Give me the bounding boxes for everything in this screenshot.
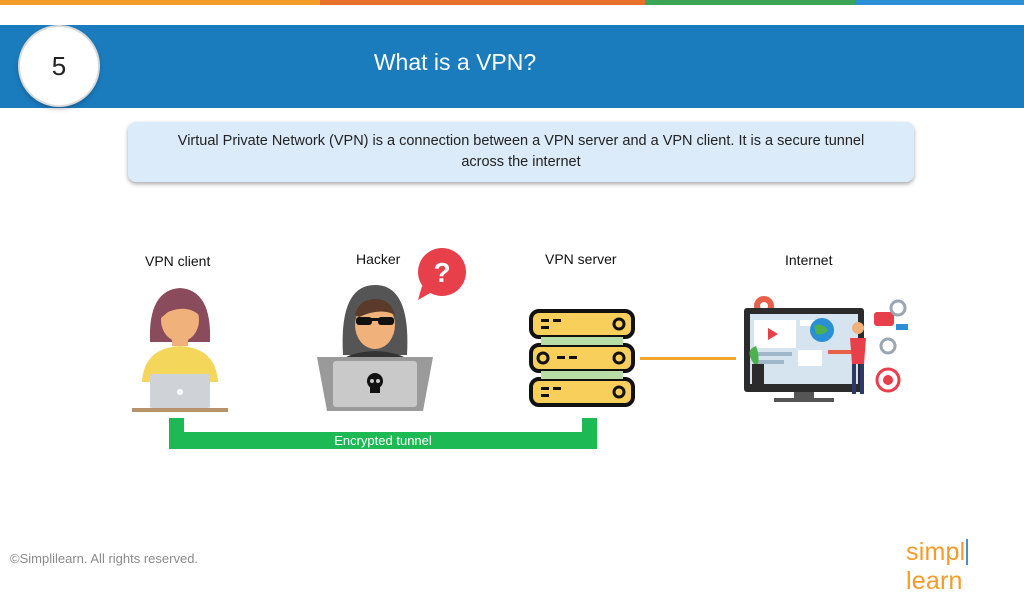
logo-text-right: learn [906,567,963,595]
vpn-client-illustration [132,288,228,412]
server-internet-connector [640,357,736,360]
definition-text: Virtual Private Network (VPN) is a conne… [177,133,865,170]
simplilearn-logo: simpllearn [906,538,1024,596]
label-internet: Internet [785,252,833,268]
logo-text-left: simpl [906,538,966,566]
top-color-stripes [0,0,1024,5]
question-bubble-icon: ? [418,248,466,300]
label-vpn-server: VPN server [545,251,617,267]
label-hacker: Hacker [356,251,401,267]
copyright-footer: ©Simplilearn. All rights reserved. [10,551,199,566]
vpn-server-illustration [529,309,635,407]
question-mark: ? [433,257,450,288]
slide-number-badge: 5 [20,27,98,105]
logo-divider [966,539,969,565]
definition-box: Virtual Private Network (VPN) is a conne… [128,122,914,182]
encrypted-tunnel-bar: Encrypted tunnel [169,432,597,449]
slide-title: What is a VPN? [373,49,537,75]
internet-illustration [744,296,908,402]
label-vpn-client: VPN client [145,253,211,269]
hacker-illustration [317,285,433,411]
header-band [0,25,1024,108]
